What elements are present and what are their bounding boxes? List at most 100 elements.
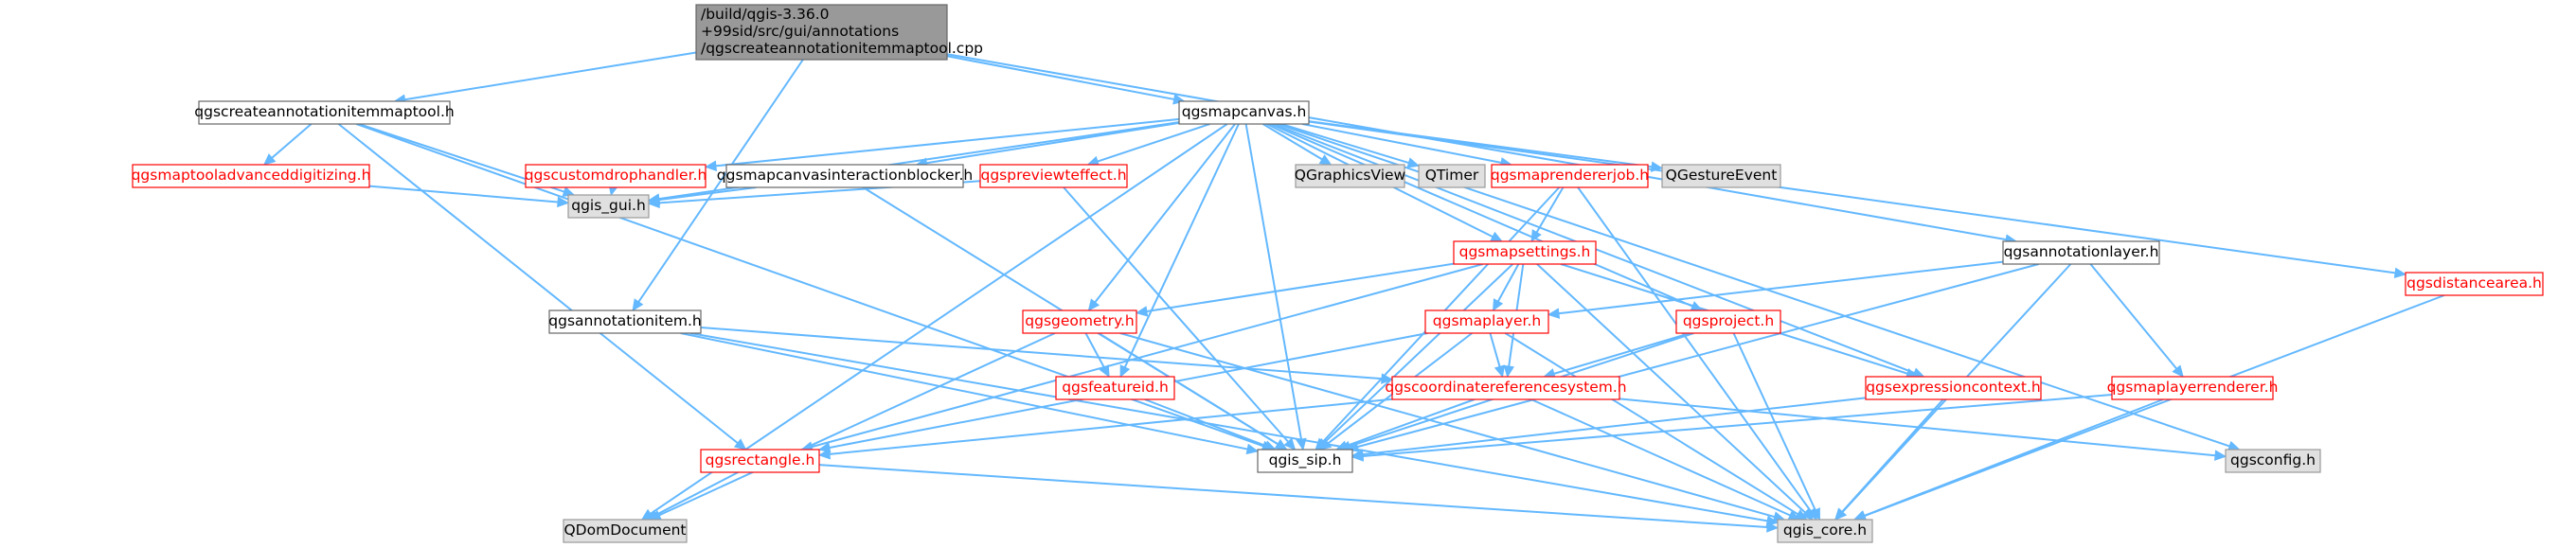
edge-line xyxy=(337,123,739,444)
node-annotationitem[interactable]: qgsannotationitem.h xyxy=(548,309,702,334)
node-advdigitizing[interactable]: qgsmaptooladvanceddigitizing.h xyxy=(132,164,371,188)
node-box xyxy=(132,164,370,188)
edge-arrowhead xyxy=(2172,364,2184,378)
edge-arrowhead xyxy=(632,298,644,312)
node-label: qgsmapcanvas.h xyxy=(1182,103,1307,120)
node-label: /qgscreateannotationitemmaptool.cpp xyxy=(701,40,983,57)
edge-arrowhead xyxy=(262,153,277,166)
edge-line xyxy=(655,471,739,516)
node-createmaptool[interactable]: qgscreateannotationitemmaptool.h xyxy=(194,100,455,125)
edge-mapsettings-to-core xyxy=(1536,263,1814,521)
node-label: +99sid/src/gui/annotations xyxy=(701,23,899,40)
node-featureid[interactable]: qgsfeatureid.h xyxy=(1055,376,1175,400)
edge-line xyxy=(1496,263,1520,302)
edge-arrowhead xyxy=(1766,521,1780,533)
edge-line xyxy=(1489,332,1501,367)
edge-mapcanvas-to-graphicsview xyxy=(1262,123,1333,166)
node-project[interactable]: qgsproject.h xyxy=(1675,309,1781,334)
edge-mapcanvas-to-timer xyxy=(1280,123,1421,168)
node-expressioncontext[interactable]: qgsexpressioncontext.h xyxy=(1865,376,2042,400)
edge-project-to-core xyxy=(1732,332,1820,521)
node-mapcanvas[interactable]: qgsmapcanvas.h xyxy=(1178,100,1310,125)
node-domdocument: QDomDocument xyxy=(563,519,688,543)
edge-line xyxy=(1097,123,1210,163)
node-layerrenderer[interactable]: qgsmaplayerrenderer.h xyxy=(2107,376,2279,400)
node-box xyxy=(2111,376,2274,400)
node-box xyxy=(1418,164,1486,188)
edge-line xyxy=(1362,393,2113,457)
edge-arrowhead xyxy=(1494,364,1505,379)
node-box xyxy=(548,309,702,334)
node-box xyxy=(1491,164,1649,188)
edge-line xyxy=(1504,332,1798,516)
edge-line xyxy=(946,53,2007,241)
edge-line xyxy=(1577,186,1812,512)
edge-line xyxy=(658,332,1056,517)
edge-line xyxy=(1530,398,1791,517)
edge-line xyxy=(818,464,1768,528)
edge-maplayer-to-core xyxy=(1504,332,1808,521)
node-rendererjob[interactable]: qgsmaprendererjob.h xyxy=(1491,164,1649,188)
edge-line xyxy=(926,121,1180,165)
edge-arrowhead xyxy=(1135,306,1149,317)
edge-line xyxy=(1144,398,1266,447)
node-box xyxy=(2002,240,2160,265)
edge-line xyxy=(1535,186,1565,234)
node-mapsettings[interactable]: qgsmapsettings.h xyxy=(1453,240,1597,265)
node-sip[interactable]: qgis_sip.h xyxy=(1257,449,1353,473)
node-annotationlayer[interactable]: qgsannotationlayer.h xyxy=(2002,240,2160,265)
node-geometry[interactable]: qgsgeometry.h xyxy=(1022,309,1137,334)
edge-arrowhead xyxy=(1274,439,1288,451)
edge-arrowhead xyxy=(1351,451,1364,462)
edge-arrowhead xyxy=(2393,267,2407,279)
edge-arrowhead xyxy=(1810,507,1820,521)
node-label: qgspreviewteffect.h xyxy=(980,167,1126,184)
node-core: qgis_core.h xyxy=(1777,519,1873,543)
node-label: /build/qgis-3.36.0 xyxy=(701,6,830,23)
node-label: qgsmapcanvasinteractionblocker.h xyxy=(717,167,973,184)
edge-line xyxy=(1357,263,2040,449)
edge-line xyxy=(700,327,1383,380)
edge-arrowhead xyxy=(817,449,832,460)
node-root[interactable]: /build/qgis-3.36.0+99sid/src/gui/annotat… xyxy=(695,4,983,61)
node-label: qgscreateannotationitemmaptool.h xyxy=(194,103,454,120)
edge-arrowhead xyxy=(1492,298,1504,312)
edge-arrowhead xyxy=(1852,510,1867,521)
edge-maplayer-to-crs xyxy=(1489,332,1505,379)
node-box xyxy=(1295,164,1405,188)
node-label: qgsmapsettings.h xyxy=(1459,243,1591,260)
node-label: QGestureEvent xyxy=(1666,167,1778,184)
node-label: qgis_gui.h xyxy=(571,197,646,215)
edge-crs-to-config xyxy=(1619,398,2227,461)
edge-line xyxy=(1841,398,1944,513)
node-interactionblocker[interactable]: qgsmapcanvasinteractionblocker.h xyxy=(717,164,973,188)
edge-arrowhead xyxy=(1530,229,1542,243)
node-distancearea[interactable]: qgsdistancearea.h xyxy=(2405,272,2544,296)
edge-line xyxy=(637,59,804,303)
node-previeweffect[interactable]: qgspreviewteffect.h xyxy=(979,164,1128,188)
edge-line xyxy=(1308,120,2396,274)
node-box xyxy=(525,164,707,188)
node-customdrop[interactable]: qgscustomdrophandler.h xyxy=(525,164,707,188)
node-timer: QTimer xyxy=(1418,164,1486,188)
node-label: qgsexpressioncontext.h xyxy=(1866,379,2041,396)
edge-project-to-crs xyxy=(1543,332,1690,380)
edge-mapcanvas-to-distancearea xyxy=(1308,120,2407,279)
edge-line xyxy=(1262,123,1323,161)
edge-line xyxy=(1119,332,1775,518)
node-label: QDomDocument xyxy=(564,521,686,539)
node-label: qgsmaplayerrenderer.h xyxy=(2107,379,2279,396)
edge-line xyxy=(2089,263,2177,370)
edge-arrowhead xyxy=(1800,507,1814,521)
edge-arrowhead xyxy=(1834,507,1847,521)
node-crs[interactable]: qgscoordinatereferencesystem.h xyxy=(1385,376,1627,400)
node-maplayer[interactable]: qgsmaplayer.h xyxy=(1424,309,1549,334)
node-rectangle[interactable]: qgsrectangle.h xyxy=(700,449,820,473)
node-label: QGraphicsView xyxy=(1295,167,1406,184)
node-box xyxy=(567,194,650,219)
node-box xyxy=(1424,309,1549,334)
edge-line xyxy=(946,55,1174,100)
edge-line xyxy=(1084,332,1105,368)
edge-line xyxy=(1123,123,1240,368)
edge-mapsettings-to-maplayer xyxy=(1492,263,1520,312)
